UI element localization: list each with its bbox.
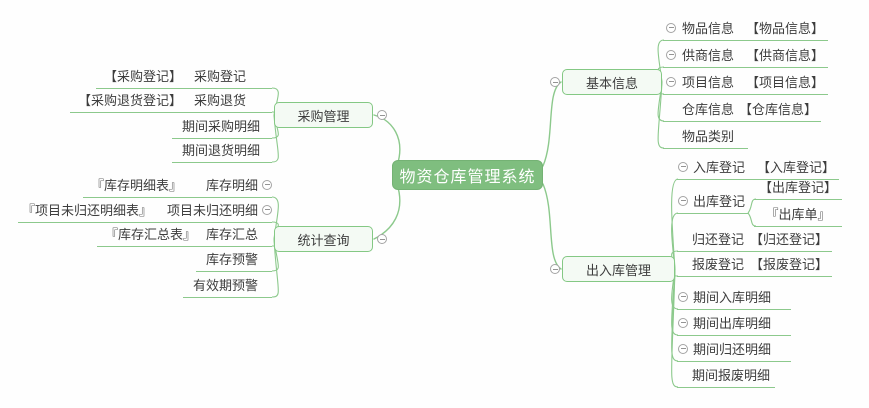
node-period-purchase-detail[interactable]: 期间采购明细 (171, 117, 272, 139)
node-purchase-return[interactable]: 【采购退货登记】 采购退货 (69, 91, 272, 113)
node-label: 归还登记 (692, 232, 745, 247)
node-inbound-register[interactable]: 入库登记 【入库登记】 (677, 158, 840, 180)
node-inventory-detail-tag[interactable]: 『库存明细表』 (90, 178, 182, 193)
collapse-icon[interactable] (377, 234, 387, 244)
node-warehouse-info[interactable]: 仓库信息 【仓库信息】 (663, 100, 822, 122)
branch-basic[interactable]: 基本信息 (562, 69, 662, 95)
node-item-info-tag[interactable]: 【物品信息】 (746, 21, 825, 36)
node-purchase-register[interactable]: 【采购登记】 采购登记 (95, 67, 272, 89)
collapse-icon[interactable] (678, 195, 688, 206)
node-project-unreturned-detail-tag[interactable]: 『项目未归还明细表』 (21, 203, 152, 218)
collapse-icon[interactable] (550, 77, 560, 87)
node-label: 有效期预警 (192, 278, 258, 293)
node-inbound-register-tag[interactable]: 【入库登记】 (757, 160, 836, 175)
node-label: 报废登记 (692, 257, 745, 272)
node-label: 入库登记 (693, 160, 746, 175)
node-label: 物品信息 (682, 21, 735, 36)
collapse-icon[interactable] (666, 22, 676, 33)
node-label: 采购登记 (193, 69, 246, 84)
node-inventory-warning[interactable]: 库存预警 (195, 250, 272, 272)
node-inventory-summary-tag[interactable]: 『库存汇总表』 (104, 227, 196, 242)
collapse-icon[interactable] (377, 110, 387, 120)
collapse-icon[interactable] (666, 76, 676, 87)
node-label: 项目信息 (682, 75, 735, 90)
collapse-icon[interactable] (678, 161, 688, 172)
node-label: 库存预警 (205, 252, 258, 267)
node-label: 供商信息 (682, 48, 735, 63)
node-period-return-detail[interactable]: 期间归还明细 (677, 340, 792, 362)
node-supplier-info[interactable]: 供商信息 【供商信息】 (663, 46, 829, 68)
branch-stats[interactable]: 统计查询 (274, 226, 373, 252)
node-label: 期间退货明细 (181, 143, 260, 158)
node-label: 物品类别 (682, 129, 735, 144)
node-project-info-tag[interactable]: 【项目信息】 (746, 75, 825, 90)
collapse-icon[interactable] (666, 49, 676, 60)
node-outbound-slip-tag[interactable]: 『出库单』 (754, 205, 842, 227)
collapse-icon[interactable] (678, 317, 688, 328)
node-inventory-summary[interactable]: 『库存汇总表』 库存汇总 (96, 225, 272, 247)
node-warehouse-info-tag[interactable]: 【仓库信息】 (739, 102, 818, 117)
node-label: 采购退货 (193, 93, 246, 108)
node-scrap-register[interactable]: 报废登记 【报废登记】 (677, 255, 833, 277)
node-label: 出库登记 (693, 194, 746, 209)
node-period-scrap-detail[interactable]: 期间报废明细 (677, 366, 776, 388)
node-return-register-tag[interactable]: 【归还登记】 (750, 232, 829, 247)
node-scrap-register-tag[interactable]: 【报废登记】 (750, 257, 829, 272)
node-label: 期间报废明细 (692, 368, 771, 383)
branch-purchase[interactable]: 采购管理 (274, 102, 373, 128)
node-label: 项目未归还明细 (166, 203, 258, 218)
node-label: 仓库信息 (682, 102, 735, 117)
branch-inout[interactable]: 出入库管理 (562, 256, 675, 282)
node-label: 库存明细 (205, 178, 258, 193)
node-outbound-register-tag[interactable]: 【出库登记】 (754, 178, 842, 200)
node-project-unreturned-detail[interactable]: 『项目未归还明细表』 项目未归还明细 (17, 201, 272, 223)
collapse-icon[interactable] (678, 343, 688, 354)
node-outbound-register[interactable]: 出库登记 (677, 192, 748, 214)
node-project-info[interactable]: 项目信息 【项目信息】 (663, 73, 829, 95)
node-return-register[interactable]: 归还登记 【归还登记】 (677, 230, 833, 252)
node-purchase-return-tag[interactable]: 【采购退货登记】 (77, 93, 182, 108)
node-purchase-register-tag[interactable]: 【采购登记】 (103, 69, 182, 84)
collapse-icon[interactable] (678, 291, 688, 302)
node-period-purchase-return-detail[interactable]: 期间退货明细 (171, 141, 272, 163)
node-label: 『出库单』 (765, 207, 831, 222)
root-node[interactable]: 物资仓库管理系统 (392, 160, 543, 190)
collapse-icon[interactable] (262, 179, 272, 190)
collapse-icon[interactable] (262, 204, 272, 215)
node-label: 【出库登记】 (758, 180, 837, 195)
node-inventory-detail[interactable]: 『库存明细表』 库存明细 (82, 176, 272, 198)
node-supplier-info-tag[interactable]: 【供商信息】 (746, 48, 825, 63)
node-item-category[interactable]: 物品类别 (663, 127, 749, 149)
node-label: 库存汇总 (205, 227, 258, 242)
node-validity-warning[interactable]: 有效期预警 (182, 276, 272, 298)
node-period-outbound-detail[interactable]: 期间出库明细 (677, 314, 792, 336)
node-label: 期间出库明细 (693, 316, 772, 331)
node-period-inbound-detail[interactable]: 期间入库明细 (677, 288, 792, 310)
node-label: 期间入库明细 (693, 290, 772, 305)
node-item-info[interactable]: 物品信息 【物品信息】 (663, 19, 829, 41)
collapse-icon[interactable] (550, 264, 560, 274)
node-label: 期间采购明细 (181, 119, 260, 134)
node-label: 期间归还明细 (693, 342, 772, 357)
